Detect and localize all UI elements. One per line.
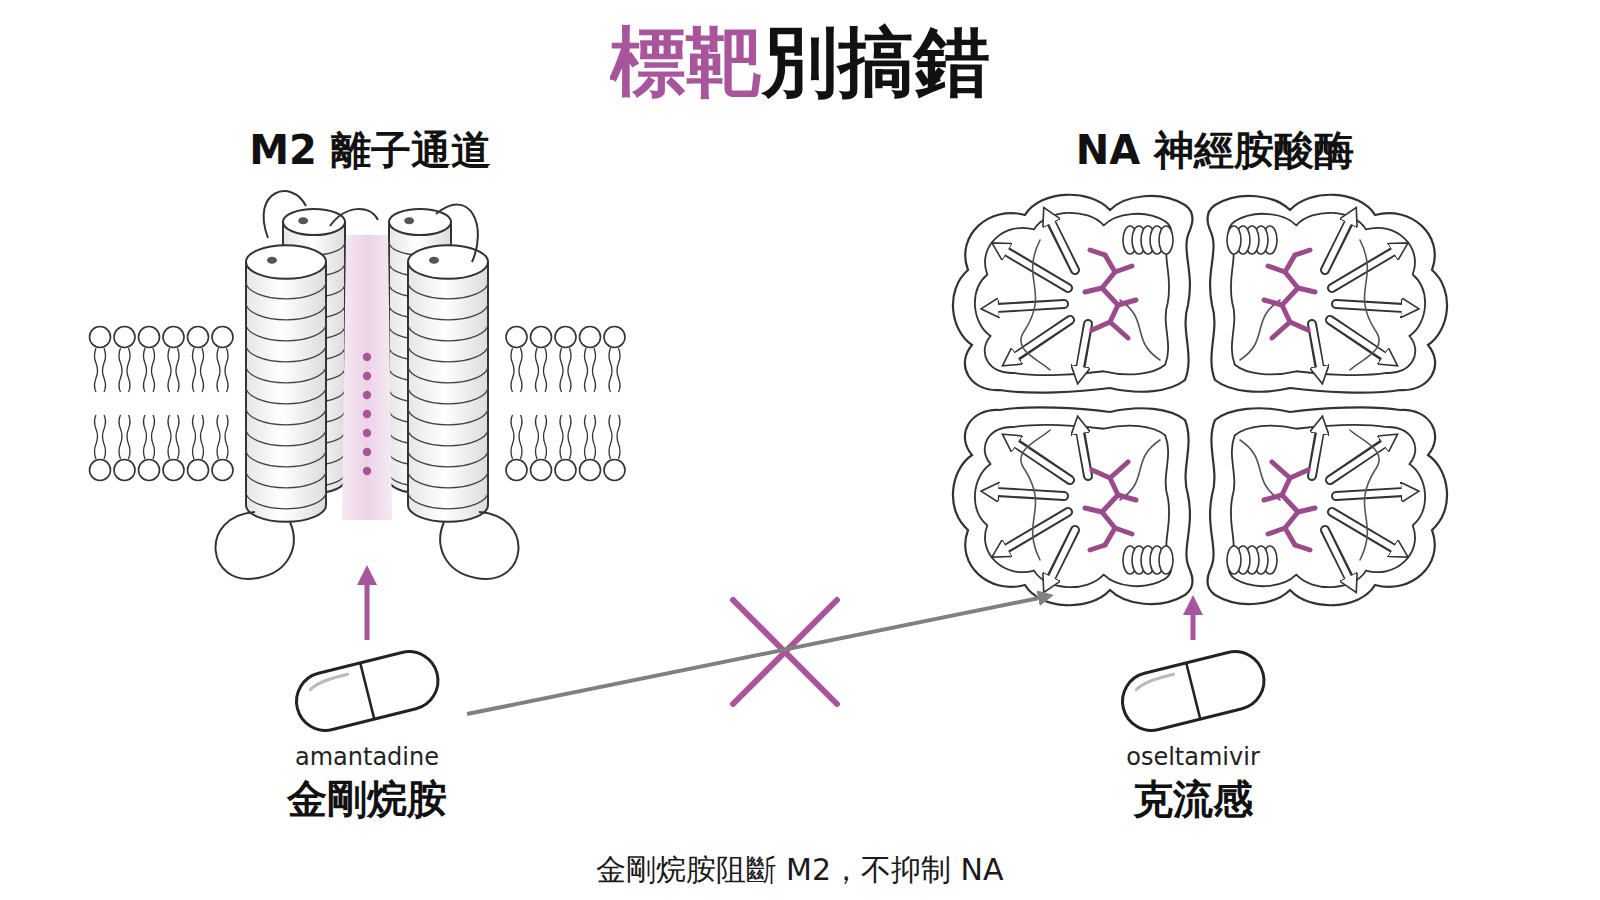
ion-dots <box>363 353 371 475</box>
target-node: M2 離子通道 <box>90 125 650 565</box>
drug-name-latin: amantadine <box>267 742 467 773</box>
channel-loops <box>216 191 519 579</box>
drug-name-chinese: 金剛烷胺 <box>267 773 467 825</box>
capsule-shape <box>1108 640 1278 740</box>
target-heading: M2 離子通道 <box>90 125 650 175</box>
diagram-caption: 金剛烷胺阻斷 M2，不抑制 NA <box>0 850 1600 889</box>
capsule-shape <box>282 640 452 740</box>
title-row: 標靶別搞錯 <box>0 18 1600 105</box>
connector-arrow <box>1191 615 1196 640</box>
diagram-title: 標靶別搞錯 <box>610 18 990 105</box>
connector-arrow <box>364 585 369 640</box>
target-heading: NA 神經胺酸酶 <box>955 125 1475 175</box>
na-subunits <box>953 195 1447 605</box>
target-node: NA 神經胺酸酶 <box>955 125 1475 595</box>
channel-pore <box>342 235 392 520</box>
drug-name-latin: oseltamivir <box>1093 742 1293 773</box>
drug-node: amantadine金剛烷胺 <box>267 640 467 825</box>
helix-front <box>246 245 488 522</box>
cross-mark <box>733 600 837 704</box>
drug-name-chinese: 克流感 <box>1093 773 1293 825</box>
connector-arrow <box>467 598 1038 714</box>
drug-node: oseltamivir克流感 <box>1093 640 1293 825</box>
